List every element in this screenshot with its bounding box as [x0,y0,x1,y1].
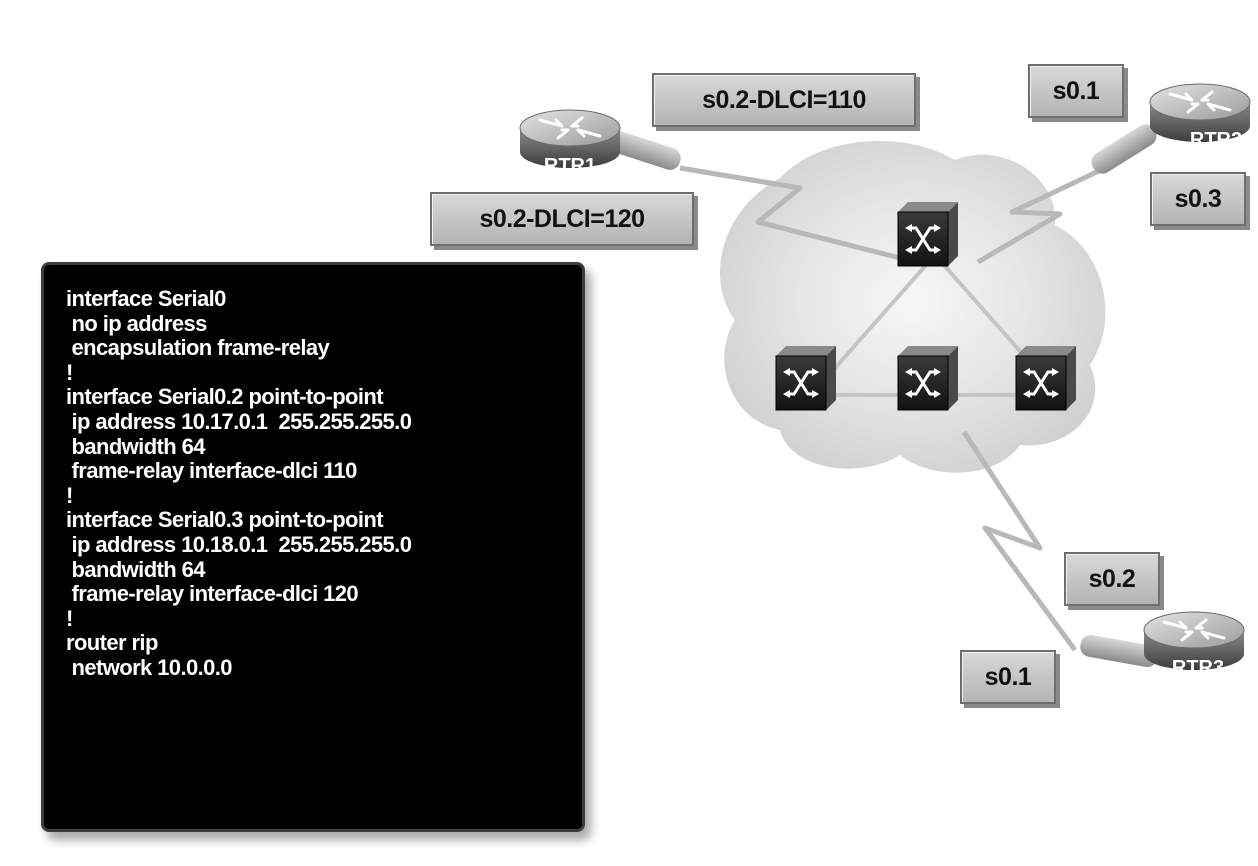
label-rtr1-s02-dlci110: s0.2-DLCI=110 [652,73,916,127]
router-rtr2-name: RTR2 [1190,129,1242,151]
router-config-panel: interface Serial0 no ip address encapsul… [41,262,585,832]
label-rtr2-s03: s0.3 [1150,172,1246,226]
config-line: bandwidth 64 [66,433,206,459]
label-rtr2-s01: s0.1 [1028,64,1124,118]
label-rtr1-s02-dlci120: s0.2-DLCI=120 [430,192,694,246]
config-line: interface Serial0.3 point-to-point [66,507,384,533]
router-rtr1-name: RTR1 [544,155,596,177]
router-icon-rtr3: RTR3 [1142,610,1246,679]
switch-icon-right [1014,344,1078,412]
config-line: frame-relay interface-dlci 110 [66,458,358,484]
config-line: router rip [66,630,158,656]
router-icon-rtr2: RTR2 [1148,82,1252,151]
config-line: interface Serial0.2 point-to-point [66,384,384,410]
config-line: bandwidth 64 [66,556,206,582]
config-line: interface Serial0 [66,286,226,311]
config-line: ! [66,482,73,508]
label-rtr3-s02: s0.2 [1064,552,1160,606]
config-line: ip address 10.18.0.1 255.255.255.0 [66,531,412,557]
config-line: frame-relay interface-dlci 120 [66,581,359,607]
router-rtr3-name: RTR3 [1172,657,1224,679]
router-icon-rtr1: RTR1 [518,108,622,177]
link-rtr1-switch [679,165,901,261]
config-line: ip address 10.17.0.1 255.255.255.0 [66,408,412,434]
config-line: no ip address [66,310,208,336]
config-line: network 10.0.0.0 [66,654,233,680]
frame-relay-cloud [720,140,1106,473]
config-line: ! [66,605,73,631]
config-line: encapsulation frame-relay [66,335,330,361]
switch-icon-left [774,344,838,412]
rtr2-cable [1091,124,1157,174]
rtr1-cable [601,128,681,170]
config-line: ! [66,359,73,385]
serial-links [679,157,1124,652]
label-rtr3-s01: s0.1 [960,650,1056,704]
switch-icon-middle [896,344,960,412]
link-rtr3-switch [961,430,1078,652]
rtr3-cable [1080,634,1158,668]
link-rtr2-switch [976,157,1124,265]
switch-icon-top [896,200,960,268]
